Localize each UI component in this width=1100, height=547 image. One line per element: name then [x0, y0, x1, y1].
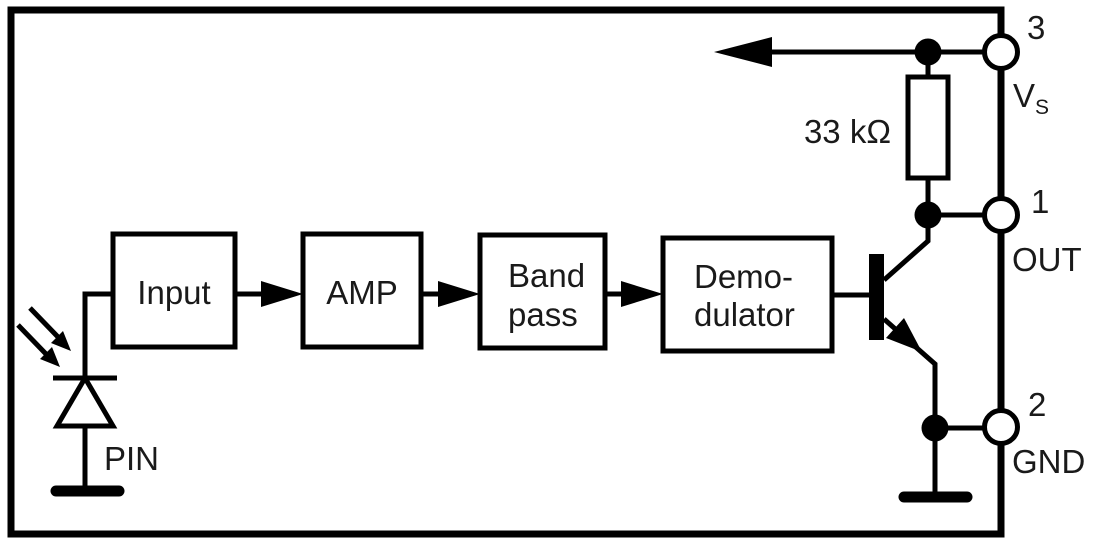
block-input-label: Input: [137, 274, 210, 311]
block-bandpass: [477, 232, 608, 351]
light-arrow-1-shaft: [28, 306, 60, 339]
transistor-emitter-arrow-icon: [886, 318, 922, 352]
photodiode-wire-top: [82, 291, 113, 378]
transistor-collector-wire: [882, 178, 931, 282]
pin-1-name-label: OUT: [1012, 241, 1082, 278]
light-arrow-2-shaft: [16, 323, 48, 356]
block-input: [110, 231, 238, 350]
block-bandpass-label-line2: pass: [508, 296, 578, 333]
signal-arrow-2-head-icon: [438, 281, 480, 307]
signal-arrow-1-head-icon: [261, 281, 303, 307]
pin-3-name-subscript: S: [1035, 96, 1049, 119]
resistor-label: 33 kΩ: [804, 113, 891, 150]
photodiode-label: PIN: [104, 440, 159, 477]
pin-2-name-label: GND: [1012, 443, 1085, 480]
block-demodulator-label-line1: Demo-: [694, 258, 793, 295]
block-bandpass-label-line1: Band: [508, 257, 585, 294]
pin-terminal-3: [982, 33, 1020, 71]
light-arrow-1-head-icon: [51, 331, 71, 351]
pin-terminal-2: [982, 408, 1020, 446]
resistor-body: [905, 74, 951, 181]
pin-2-number-label: 2: [1028, 386, 1046, 423]
transistor-base-bar: [869, 254, 884, 340]
block-amp-label: AMP: [326, 274, 398, 311]
agc-arrow-head-icon: [714, 37, 772, 67]
signal-arrow-3-head-icon: [621, 281, 663, 307]
block-amp: [300, 231, 424, 350]
block-demodulator-label-line2: dulator: [694, 296, 795, 333]
junction-dot-out: [914, 201, 942, 229]
pin-terminal-1: [982, 196, 1020, 234]
junction-dot-vs: [914, 38, 942, 66]
pin-1-number-label: 1: [1031, 183, 1049, 220]
light-arrow-2-head-icon: [40, 347, 60, 367]
pin-3-name-label: V: [1013, 77, 1035, 114]
junction-dot-gnd: [921, 414, 949, 442]
pin-3-number-label: 3: [1027, 9, 1045, 46]
